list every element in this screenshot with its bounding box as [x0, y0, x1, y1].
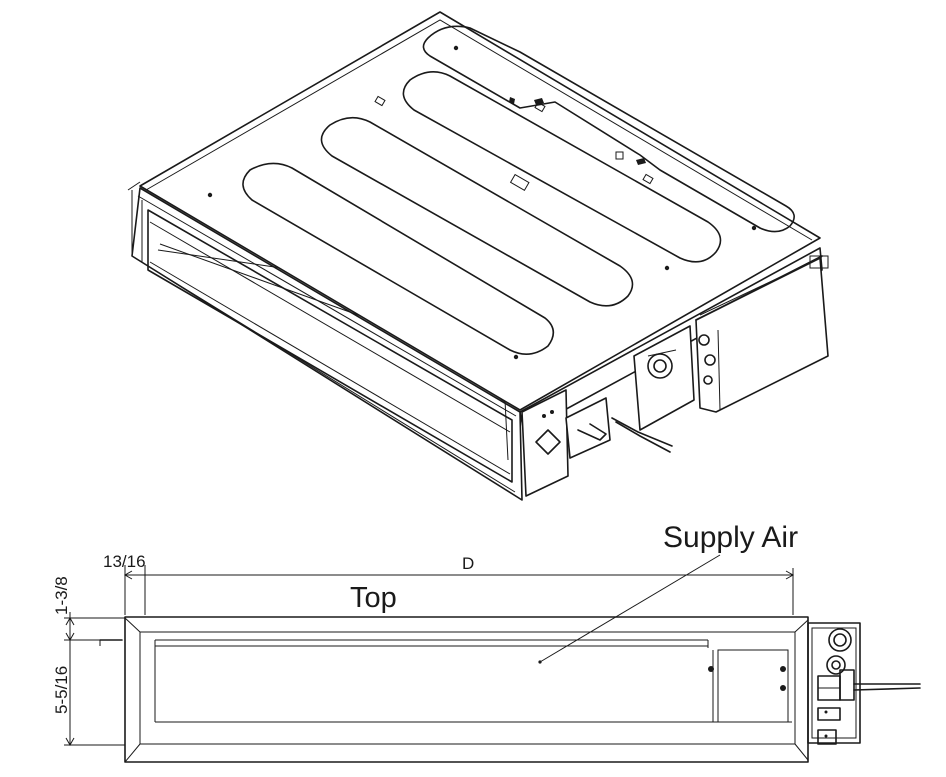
pipe-port-icon: [647, 353, 673, 379]
top-gap-dim-label: 1-3/8: [52, 576, 71, 615]
top-face: [139, 11, 821, 411]
top-panel-4: [422, 25, 795, 233]
supply-air-label: Supply Air: [663, 521, 798, 554]
front-opening: [147, 209, 513, 483]
top-panel-2: [320, 116, 634, 307]
pipe-connection-assembly: [807, 622, 921, 745]
supply-air-leader: [539, 554, 721, 663]
top-label: Top: [350, 582, 397, 614]
offset-dim-label: 13/16: [103, 552, 146, 571]
isometric-view: [127, 11, 829, 501]
warning-tag: [535, 429, 561, 455]
electrical-box-outline: [717, 649, 789, 723]
top-panel-1: [242, 162, 555, 355]
top-panel-3: [402, 71, 722, 263]
front-face: [131, 187, 523, 501]
depth-dim-label: D: [462, 554, 474, 573]
height-dim-label: 5-5/16: [52, 666, 71, 714]
unit-body: [124, 616, 809, 763]
elevation-view: Supply Air Top D 13/16 1-3/8 5-5/16: [52, 521, 921, 763]
